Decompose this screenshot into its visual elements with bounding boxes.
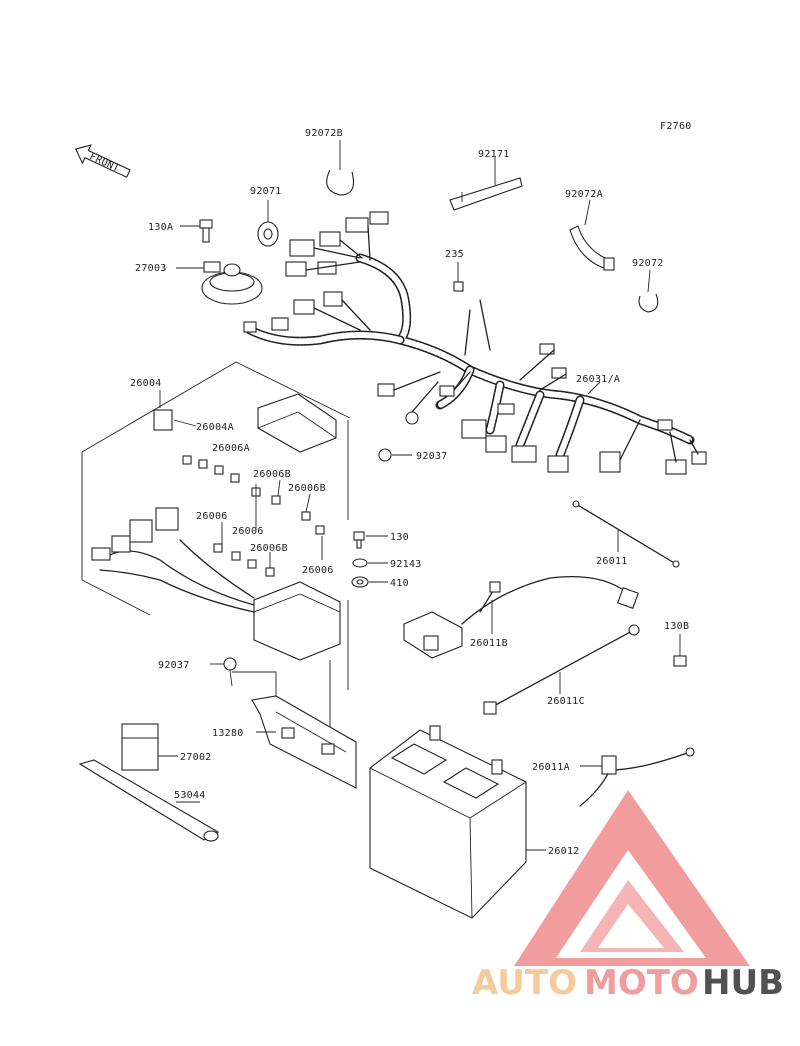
label-92072: 92072 <box>632 258 664 269</box>
bracket-13280 <box>232 671 357 789</box>
label-130A: 130A <box>148 222 173 233</box>
label-92037-lower: 92037 <box>158 660 190 671</box>
bolt-130 <box>353 531 388 549</box>
main-harness-26031A <box>243 211 707 475</box>
label-27002: 27002 <box>180 752 212 763</box>
washer-92143 <box>352 558 388 568</box>
nut-410 <box>351 576 388 588</box>
label-92143: 92143 <box>390 559 422 570</box>
label-26006-3: 26006 <box>302 565 334 576</box>
label-53044: 53044 <box>174 790 206 801</box>
grommet-92071 <box>257 200 279 247</box>
label-26004: 26004 <box>130 378 162 389</box>
cable-26011A <box>579 747 695 807</box>
label-26006B-3: 26006B <box>250 543 288 554</box>
label-26011C: 26011C <box>547 696 585 707</box>
label-26006B-2: 26006B <box>288 483 326 494</box>
label-92072B: 92072B <box>305 128 343 139</box>
label-26006B-1: 26006B <box>253 469 291 480</box>
label-130B: 130B <box>664 621 689 632</box>
front-label: FRONT <box>88 151 121 174</box>
bolt-130A <box>180 219 213 243</box>
clip-92037-lower <box>210 657 237 687</box>
label-26004A: 26004A <box>196 422 234 433</box>
logo-word-moto: MOTO <box>584 963 699 1003</box>
label-26011A: 26011A <box>532 762 570 773</box>
cable-26011 <box>572 500 680 568</box>
clamp-92072 <box>638 269 659 313</box>
label-92072A: 92072A <box>565 189 603 200</box>
label-92037-upper: 92037 <box>416 451 448 462</box>
label-26006A: 26006A <box>212 443 250 454</box>
label-26031A: 26031/A <box>576 374 620 385</box>
label-410: 410 <box>390 578 409 589</box>
relay-27002 <box>121 723 178 771</box>
bracket-92171 <box>449 157 523 211</box>
label-26006-2: 26006 <box>232 526 264 537</box>
automotohub-logo: AUTO MOTO HUB <box>472 790 784 1003</box>
band-92072A <box>569 199 615 271</box>
clamp-92072B <box>326 140 355 196</box>
bolt-130B <box>673 634 687 667</box>
label-26011: 26011 <box>596 556 628 567</box>
label-92071: 92071 <box>250 186 282 197</box>
cable-26011C <box>483 624 640 715</box>
label-235: 235 <box>445 249 464 260</box>
front-arrow-icon: FRONT <box>74 144 131 178</box>
figure-code: F2760 <box>660 121 692 132</box>
label-26006-1: 26006 <box>196 511 228 522</box>
logo-word-auto: AUTO <box>472 963 577 1003</box>
junction-box-group-26004 <box>81 361 351 760</box>
screw-235 <box>453 262 464 292</box>
battery-26012 <box>369 725 546 919</box>
label-13280: 13280 <box>212 728 244 739</box>
label-26011B: 26011B <box>470 638 508 649</box>
relay-cable-26011B <box>403 575 639 659</box>
label-27003: 27003 <box>135 263 167 274</box>
label-130: 130 <box>390 532 409 543</box>
tube-53044 <box>78 759 220 842</box>
logo-word-hub: HUB <box>702 963 784 1003</box>
clip-92037-upper <box>378 448 412 462</box>
label-26012: 26012 <box>548 846 580 857</box>
horn-27003 <box>176 261 263 305</box>
label-92171: 92171 <box>478 149 510 160</box>
